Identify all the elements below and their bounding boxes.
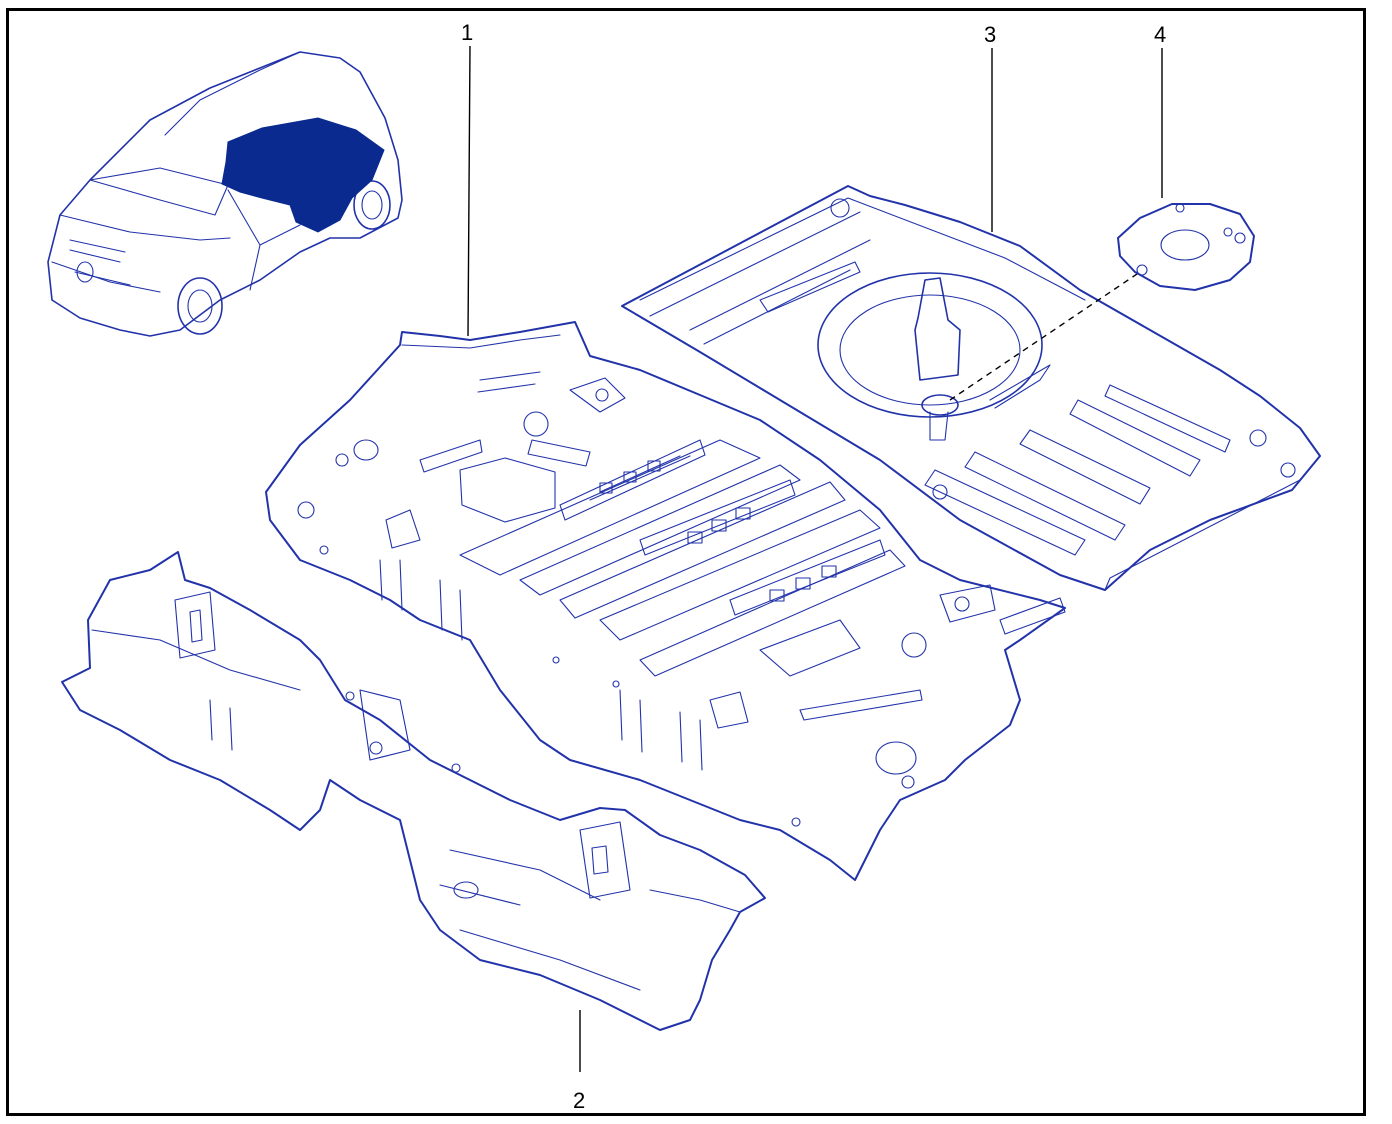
highlighted-floor-area <box>221 117 385 233</box>
callout-3: 3 <box>984 22 997 47</box>
part-4-spare-wheel-cover <box>1117 203 1255 291</box>
callout-2: 2 <box>573 1088 586 1113</box>
part-2-front-cross-member <box>61 551 766 1031</box>
part-1-center-floor-panel <box>265 321 1066 881</box>
leader-1 <box>467 45 471 337</box>
car-thumbnail <box>47 51 403 337</box>
callout-4: 4 <box>1154 22 1167 47</box>
part-3-rear-floor-panel <box>621 185 1321 591</box>
callout-1: 1 <box>461 20 474 45</box>
